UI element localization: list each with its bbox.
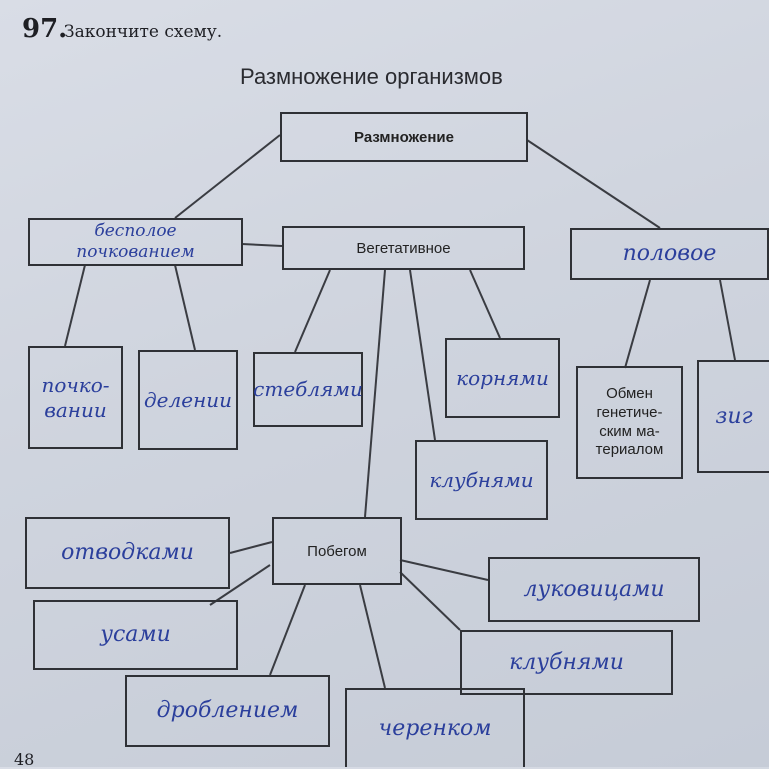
page-number: 48 — [14, 750, 35, 769]
fragmentation-box: дроблением — [125, 675, 330, 747]
tubers-top-box: клубнями — [415, 440, 548, 520]
cuttings-box: черенком — [345, 688, 525, 767]
task-instruction: Закончите схему. — [64, 22, 223, 42]
bulbs-box: луковицами — [488, 557, 700, 622]
roots-box: корнями — [445, 338, 560, 418]
shoot-box: Побегом — [272, 517, 402, 585]
budding-box: почко- вании — [28, 346, 123, 449]
division-box: делении — [138, 350, 238, 450]
asexual-box: бесполое почкованием — [28, 218, 243, 266]
genetic-exchange-box: Обмен генетиче- ским ма- териалом — [576, 366, 683, 479]
stems-box: стеблями — [253, 352, 363, 427]
tubers-bottom-box: клубнями — [460, 630, 673, 695]
root-reproduction-box: Размножение — [280, 112, 528, 162]
partial-box: зиг — [697, 360, 769, 473]
diagram-title: Размножение организмов — [240, 64, 503, 89]
vegetative-box: Вегетативное — [282, 226, 525, 270]
layering-box: отводками — [25, 517, 230, 589]
runners-box: усами — [33, 600, 238, 670]
task-number: 97. — [22, 14, 68, 44]
sexual-box: половое — [570, 228, 769, 280]
